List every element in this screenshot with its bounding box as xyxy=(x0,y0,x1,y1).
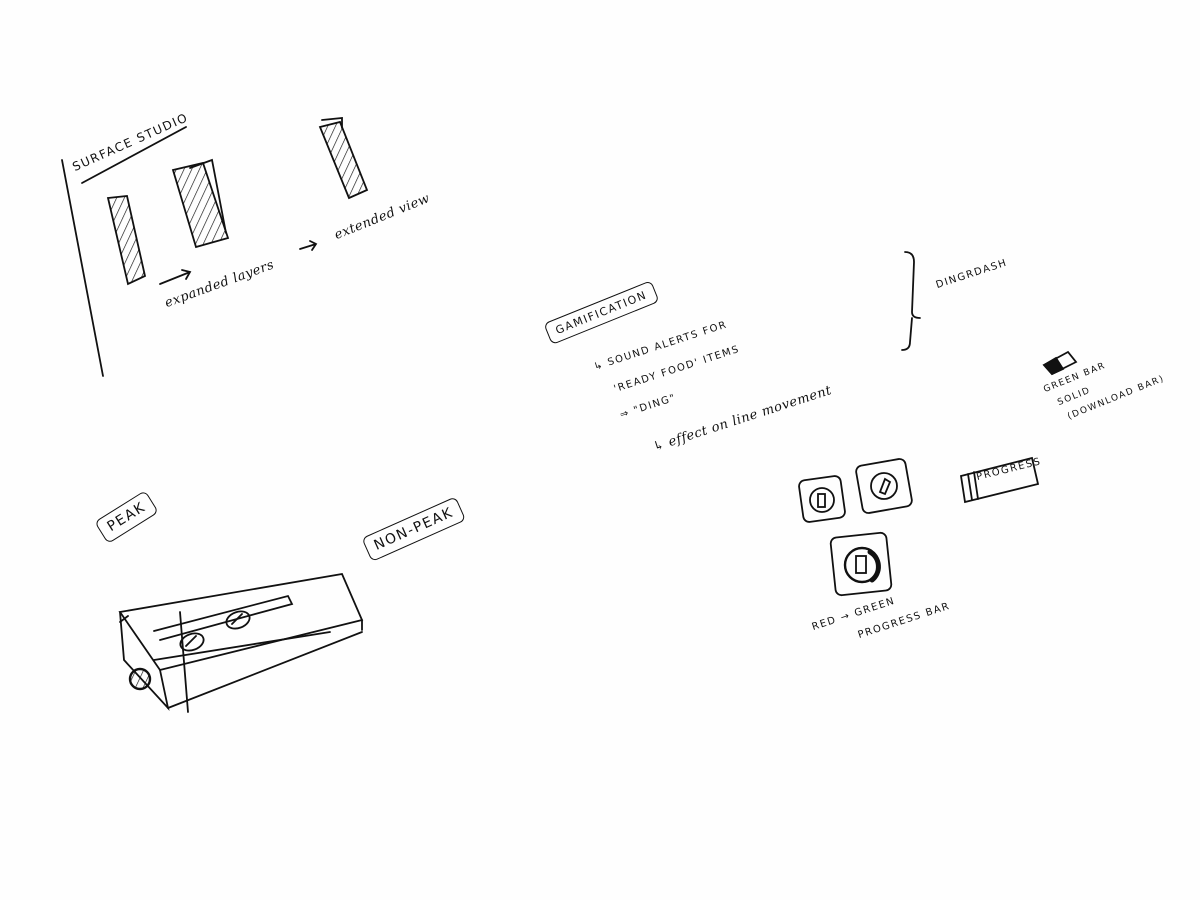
arrow-icon xyxy=(159,269,192,285)
section-divider-line xyxy=(61,159,104,377)
tablet-extended-icon xyxy=(318,117,369,200)
tablet-layers-icon xyxy=(171,158,230,249)
food-ready-icon-1 xyxy=(798,475,846,523)
table-3d-sketch xyxy=(118,572,364,713)
food-ready-icon-2 xyxy=(855,458,913,514)
progress-pill-outline xyxy=(959,456,1040,504)
title-underline xyxy=(81,126,187,184)
arrow-icon xyxy=(299,240,318,251)
tablet-single-icon xyxy=(106,195,147,286)
green-bar-icon xyxy=(1042,350,1078,376)
progress-ring-icon xyxy=(829,531,893,597)
bracket-icon xyxy=(901,251,921,351)
